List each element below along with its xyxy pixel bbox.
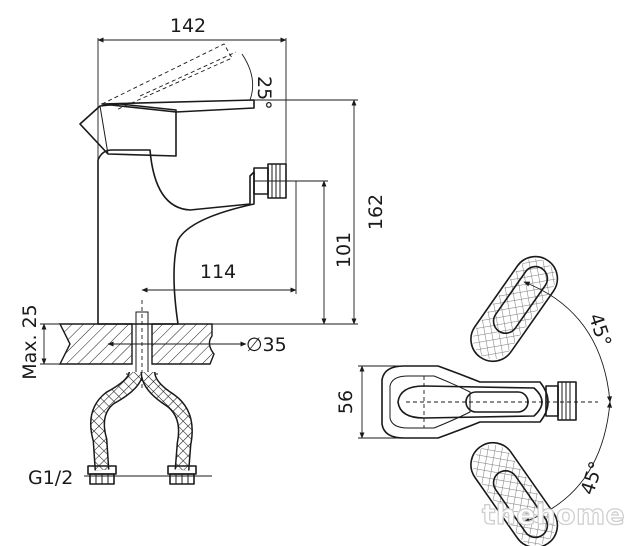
dim-angle-25: 25° [253,76,275,110]
side-view [40,37,358,485]
dim-hole-diameter-35: ∅35 [246,334,287,356]
top-aerator [545,381,577,421]
watermark-text: thehome [482,498,625,531]
dim-swing-upper-45: 45° [584,311,615,350]
dim-swing-lower-45: 45° [577,459,608,498]
dim-inlet-thread: G1/2 [28,467,73,489]
faucet-body [97,149,255,325]
dim-top-depth-56: 56 [335,390,357,414]
top-view [358,255,613,546]
lever-handle-raised [101,43,233,111]
dim-spout-height-101: 101 [333,232,355,268]
dim-width-142: 142 [170,15,206,37]
cartridge-cap [79,103,177,157]
lever-handle [101,99,255,113]
dim-deck-max-25: Max. 25 [19,304,41,380]
dim-height-162: 162 [365,194,387,230]
dim-reach-114: 114 [200,261,236,283]
